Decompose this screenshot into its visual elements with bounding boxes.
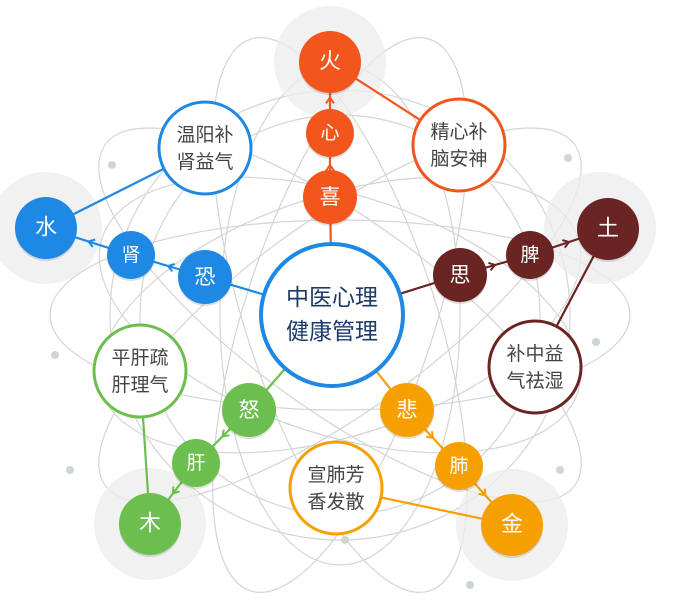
advice-node-metal-line: 香发散 — [307, 491, 364, 513]
advice-node-earth-line: 气祛湿 — [506, 370, 563, 392]
element-node-fire-label: 火 — [319, 50, 341, 75]
element-node-water: 水 — [15, 197, 77, 261]
element-node-earth-label: 土 — [597, 217, 619, 242]
organ-node-water-label: 肾 — [121, 244, 140, 266]
link-earth-emotion-organ-arrow — [488, 261, 497, 272]
link-water-emotion-organ-arrow — [166, 262, 175, 273]
element-node-wood-label: 木 — [139, 512, 161, 537]
center-title-line2: 健康管理 — [286, 319, 378, 345]
organ-node-earth: 脾 — [506, 231, 554, 281]
emotion-node-fire: 喜 — [303, 170, 357, 226]
organ-node-metal: 肺 — [435, 442, 483, 492]
orbit-dot — [592, 338, 600, 346]
orbit-ring — [212, 37, 468, 593]
advice-node-wood-line: 平肝疏 — [111, 347, 168, 369]
advice-node-earth-line: 补中益 — [506, 343, 563, 365]
orbit-dot — [66, 466, 74, 474]
center-title-line1: 中医心理 — [286, 285, 378, 311]
link-earth-organ-element-arrow — [562, 239, 571, 249]
emotion-node-wood-label: 怒 — [239, 398, 260, 422]
advice-node-wood-line: 肝理气 — [111, 374, 168, 396]
organ-node-wood: 肝 — [172, 439, 220, 489]
organ-node-water: 肾 — [107, 231, 155, 281]
emotion-node-water: 恐 — [178, 250, 232, 306]
advice-node-fire-line: 脑安神 — [430, 148, 487, 170]
link-wood-organ-element-arrow — [171, 486, 180, 495]
element-node-metal: 金 — [481, 494, 543, 558]
orbit-ring — [98, 176, 582, 454]
emotion-node-water-label: 恐 — [195, 265, 216, 289]
organ-node-fire: 心 — [306, 109, 354, 159]
organ-node-fire-label: 心 — [320, 122, 339, 144]
orbit-dot — [108, 161, 116, 169]
link-water-organ-element-arrow — [86, 238, 96, 248]
orbit-dot — [51, 351, 59, 359]
orbit-ring — [98, 127, 582, 503]
element-node-water-label: 水 — [35, 216, 57, 241]
element-node-fire: 火 — [299, 31, 361, 95]
link-wood-emotion-organ-arrow — [221, 429, 230, 438]
organ-node-metal-label: 肺 — [449, 455, 468, 477]
advice-node-metal-line: 宣肺芳 — [307, 464, 364, 486]
link-fire-emotion-organ-arrow — [325, 163, 335, 172]
orbit-ring — [212, 37, 468, 593]
emotion-node-earth: 思 — [433, 248, 487, 304]
orbit-dot — [341, 536, 349, 544]
advice-node-fire-line: 精心补 — [430, 121, 487, 143]
link-fire-organ-element-arrow — [325, 95, 335, 104]
link-metal-organ-element-arrow — [478, 488, 487, 497]
emotion-node-wood: 怒 — [222, 383, 276, 439]
organ-node-earth-label: 脾 — [520, 244, 539, 266]
orbit-dot — [466, 581, 474, 589]
advice-node-water-line: 温阳补 — [176, 124, 233, 146]
emotion-node-metal-label: 悲 — [397, 398, 418, 422]
emotion-node-earth-label: 思 — [450, 263, 471, 287]
nodes: 精心补脑安神喜心火补中益气祛湿思脾土宣肺芳香发散悲肺金平肝疏肝理气怒肝木温阳补肾… — [15, 31, 639, 558]
emotion-node-metal: 悲 — [380, 383, 434, 439]
element-node-earth: 土 — [577, 198, 639, 262]
link-metal-emotion-organ-arrow — [425, 430, 435, 440]
orbit-dot — [564, 154, 572, 162]
orbit-dot — [556, 466, 564, 474]
element-node-metal-label: 金 — [501, 513, 523, 538]
organ-node-wood-label: 肝 — [186, 452, 205, 474]
advice-node-water-line: 肾益气 — [176, 151, 233, 173]
element-node-wood: 木 — [119, 493, 181, 557]
emotion-node-fire-label: 喜 — [320, 185, 341, 209]
center-node: 中医心理 健康管理 — [259, 242, 405, 388]
